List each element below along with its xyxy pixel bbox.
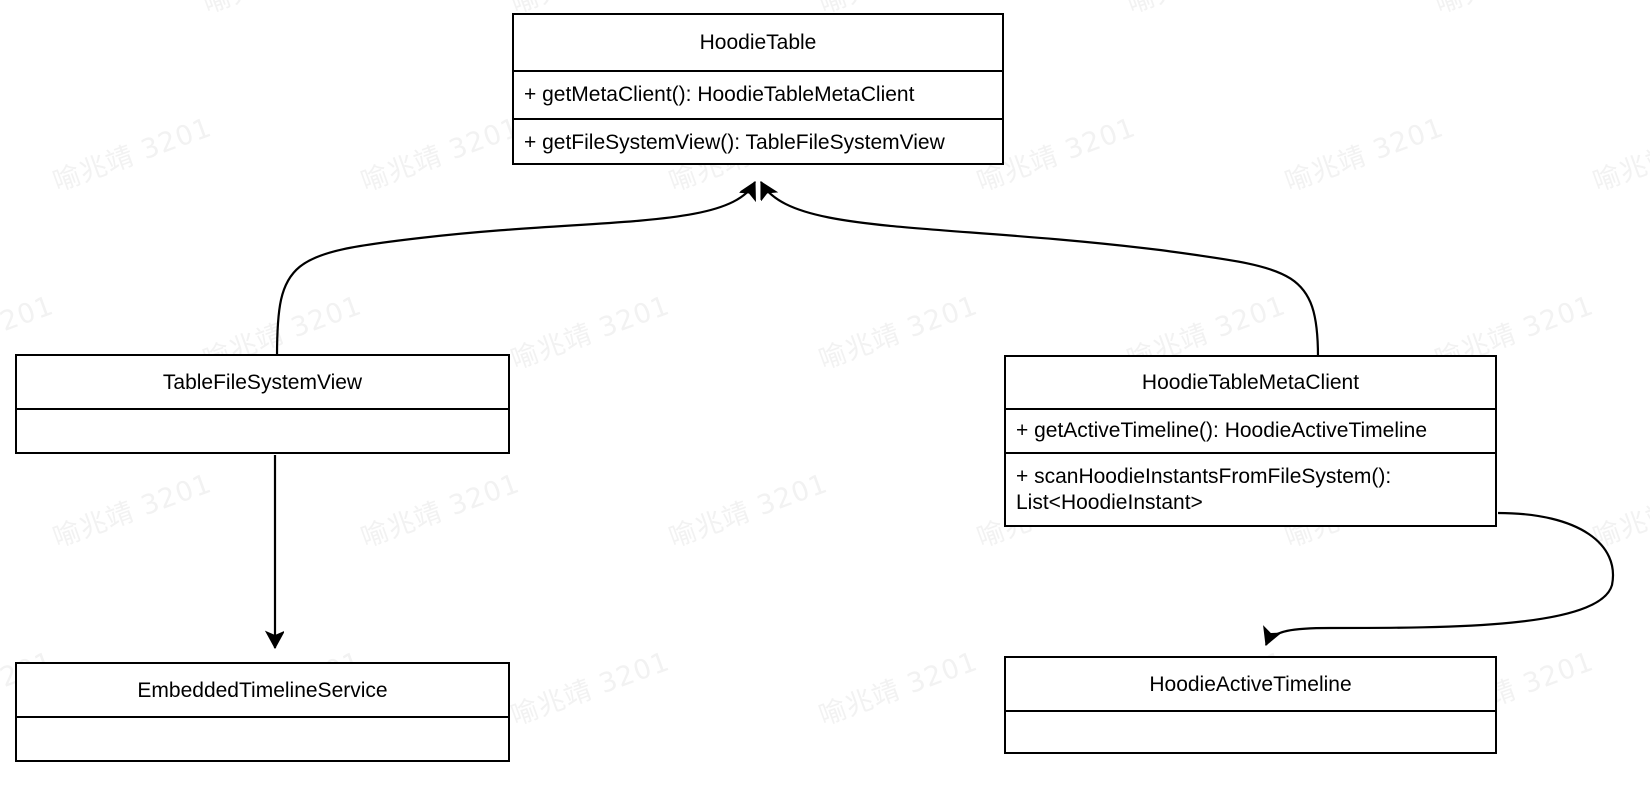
uml-member-text: + scanHoodieInstantsFromFileSystem(): Li… (1016, 464, 1392, 514)
watermark-text: 喻兆靖 3201 (197, 0, 367, 21)
watermark-text: 喻兆靖 3201 (1589, 468, 1650, 555)
uml-member-text: + getActiveTimeline(): HoodieActiveTimel… (1016, 419, 1428, 443)
uml-empty-compartment (17, 408, 508, 454)
uml-class-table-file-system-view[interactable]: TableFileSystemView (15, 354, 510, 454)
uml-member-compartment: + getActiveTimeline(): HoodieActiveTimel… (1006, 408, 1495, 452)
edge-hoodietablemetaclient-to-hoodietable (760, 182, 1320, 358)
uml-class-hoodie-table-meta-client[interactable]: HoodieTableMetaClient + getActiveTimeline… (1004, 355, 1497, 527)
watermark-text: 喻兆靖 3201 (1281, 112, 1448, 199)
uml-member-text: + getFileSystemView(): TableFileSystemVi… (524, 130, 945, 154)
uml-class-hoodie-active-timeline[interactable]: HoodieActiveTimeline (1004, 656, 1497, 754)
uml-class-name: HoodieActiveTimeline (1149, 672, 1352, 696)
uml-member-compartment: + getFileSystemView(): TableFileSystemVi… (514, 118, 1002, 165)
edge-hoodietablemetaclient-to-hoodieactivetimeline (1266, 511, 1615, 645)
uml-member-compartment: + getMetaClient(): HoodieTableMetaClient (514, 70, 1002, 118)
watermark-text: 喻兆靖 3201 (1589, 112, 1650, 199)
uml-class-name: HoodieTable (699, 31, 817, 54)
watermark-text: 喻兆靖 3201 (1121, 0, 1291, 21)
watermark-text: 喻兆靖 3201 (665, 468, 832, 555)
watermark-text: 喻兆靖 3201 (815, 290, 982, 377)
uml-class-name: TableFileSystemView (162, 370, 363, 394)
watermark-text: 喻兆靖 3201 (507, 290, 674, 377)
edge-tablefilesystemview-to-hoodietable (275, 182, 756, 358)
uml-member-text: + getMetaClient(): HoodieTableMetaClient (524, 83, 915, 107)
uml-empty-compartment (17, 716, 508, 762)
uml-member-compartment: + scanHoodieInstantsFromFileSystem(): Li… (1006, 452, 1495, 525)
watermark-text: 喻兆靖 3201 (357, 112, 524, 199)
uml-class-embedded-timeline-service[interactable]: EmbeddedTimelineService (15, 662, 510, 762)
watermark-text: 喻兆靖 3201 (1429, 0, 1599, 21)
uml-class-name: HoodieTableMetaClient (1141, 371, 1360, 394)
watermark-text: 喻兆靖 3201 (357, 468, 524, 555)
watermark-text: 喻兆靖 3201 (0, 0, 58, 21)
watermark-text: 喻兆靖 3201 (49, 468, 216, 555)
watermark-text: 喻兆靖 3201 (815, 646, 982, 733)
uml-class-name: EmbeddedTimelineService (137, 678, 388, 702)
uml-class-hoodie-table[interactable]: HoodieTable + getMetaClient(): HoodieTabl… (512, 13, 1004, 165)
watermark-text: 喻兆靖 3201 (507, 646, 674, 733)
uml-empty-compartment (1006, 710, 1495, 754)
watermark-text: 喻兆靖 3201 (49, 112, 216, 199)
